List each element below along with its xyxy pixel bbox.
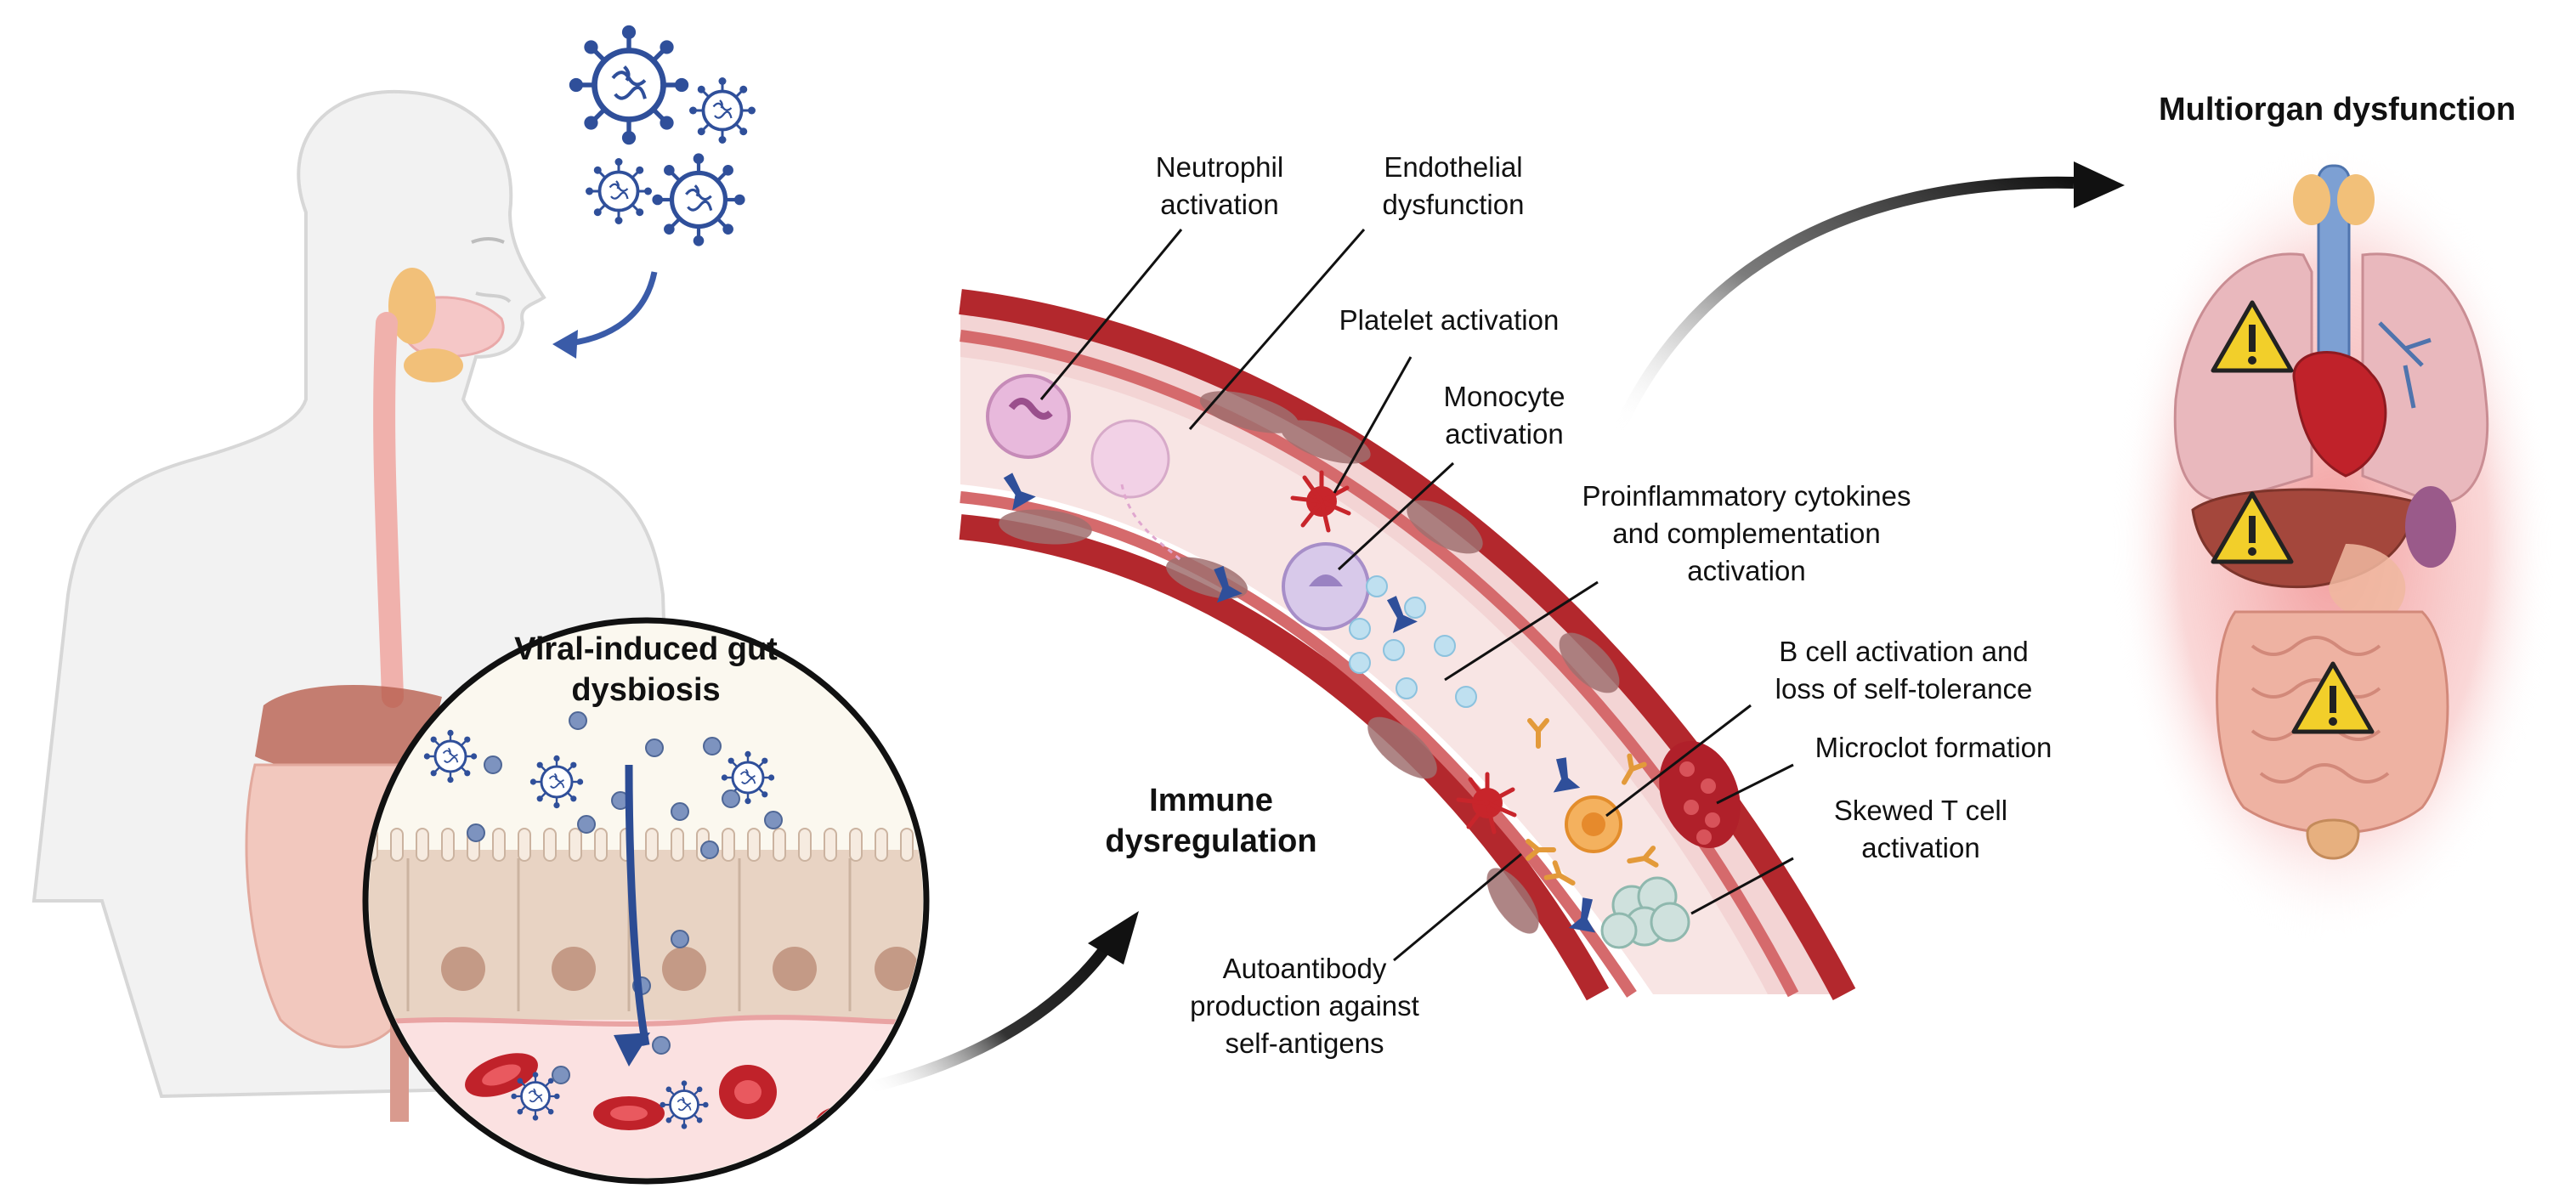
microclot-icon [1659, 741, 1741, 848]
virus-icon [569, 25, 757, 246]
label-platelet-activation: Platelet activation [1339, 304, 1560, 336]
monocyte-icon [1282, 542, 1370, 631]
red-blood-cell-icon [482, 1064, 761, 1121]
t-cell-icon [1600, 876, 1690, 949]
gut-dysbiosis-title: Viral-induced gut dysbiosis [514, 631, 778, 708]
flow-arrow-gut-to-immune [798, 939, 1114, 1106]
immune-dysregulation-title: Immune dysregulation [1105, 783, 1317, 859]
b-cell-icon [1565, 795, 1622, 853]
multiorgan-icon [2112, 144, 2554, 943]
label-microclot-formation: Microclot formation [1815, 732, 2052, 763]
multiorgan-dysfunction-title: Multiorgan dysfunction [2158, 92, 2517, 127]
inhalation-arrow [560, 271, 658, 348]
neutrophil-icon [986, 374, 1183, 563]
gut-dysbiosis-inset [362, 617, 930, 1185]
label-leader-lines [1039, 229, 1794, 962]
flow-arrow-immune-to-organs [1613, 176, 2075, 432]
blood-vessel-icon [959, 289, 1856, 1001]
